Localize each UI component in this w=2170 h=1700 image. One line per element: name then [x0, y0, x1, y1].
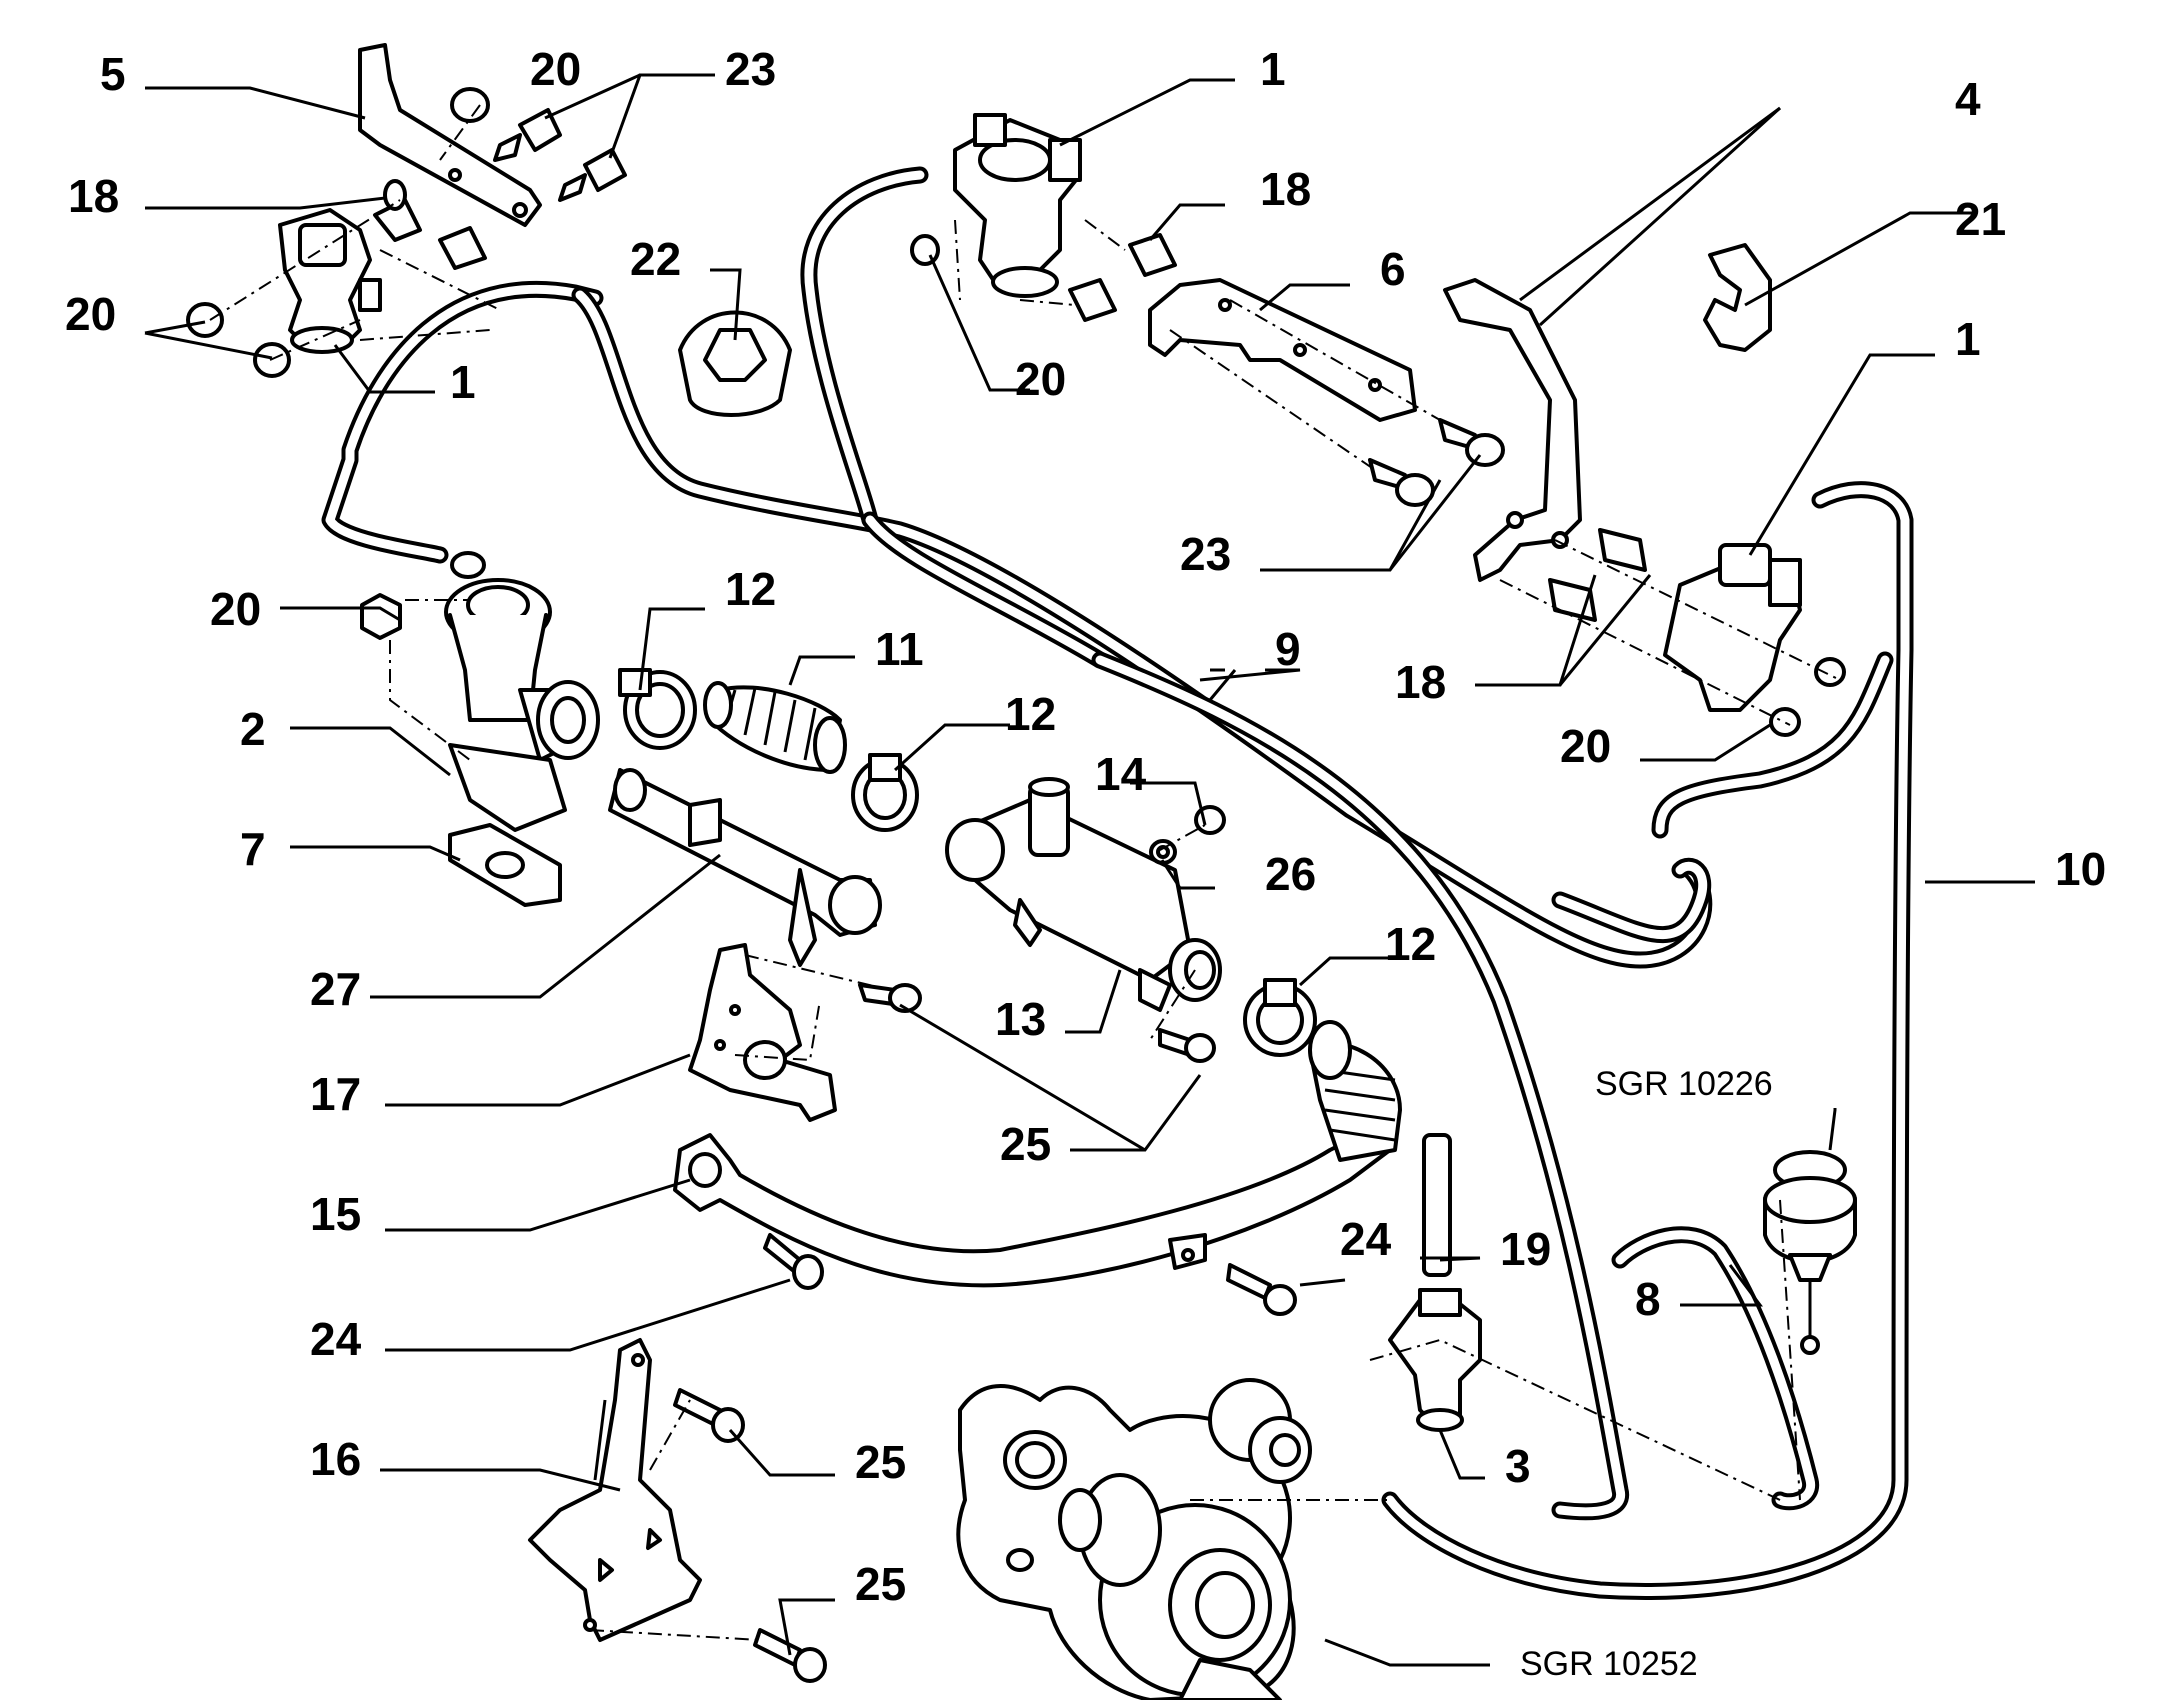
callout-11: 11 [875, 623, 924, 675]
callout-10: 10 [2055, 843, 2106, 895]
bolt-25-b [1158, 1028, 1216, 1063]
callout-6: 6 [1380, 243, 1406, 295]
callout-23: 23 [725, 43, 776, 95]
leader-lines [144, 73, 2035, 1667]
callout-25: 25 [1000, 1118, 1051, 1170]
bolt-25-d [753, 1628, 827, 1683]
clamp-12-b [851, 753, 919, 832]
callout-14: 14 [1095, 748, 1147, 800]
callout-2: 2 [240, 703, 266, 755]
callout-17: 17 [310, 1068, 361, 1120]
bolt-24-left [763, 1233, 824, 1290]
callout-21: 21 [1955, 193, 2006, 245]
egr-pipe-15 [673, 1020, 1402, 1288]
callout-5: 5 [100, 48, 126, 100]
vacuum-hose-left [321, 280, 604, 564]
reference-sgr-10226: SGR 10226 [1595, 1065, 1773, 1103]
bolt-24-right [1226, 1263, 1297, 1316]
callout-3: 3 [1505, 1440, 1531, 1492]
egr-valve-2 [360, 551, 600, 832]
callout-18: 18 [1395, 656, 1446, 708]
bracket-6 [1148, 278, 1417, 422]
wastegate-actuator [1763, 1150, 1857, 1355]
clamp-12-c [1243, 978, 1317, 1057]
vacuum-hose-10 [1381, 481, 1914, 1601]
callout-7: 7 [240, 823, 266, 875]
pipe-27 [608, 768, 882, 967]
fasteners-18-center [1068, 233, 1177, 322]
bolt-25-c [673, 1388, 745, 1443]
fasteners-top-left [186, 87, 627, 378]
gasket-7 [448, 823, 562, 907]
callout-15: 15 [310, 1188, 361, 1240]
solenoid-valve-1-left [278, 208, 382, 354]
callout-19: 19 [1500, 1223, 1551, 1275]
callout-8: 8 [1635, 1273, 1661, 1325]
callout-12: 12 [1385, 918, 1436, 970]
callout-1: 1 [1260, 43, 1286, 95]
callout-24: 24 [1340, 1213, 1392, 1265]
callout-25: 25 [855, 1558, 906, 1610]
bolt-25-a [858, 983, 922, 1013]
clamp-12-a [618, 668, 697, 750]
alignment-lines [209, 104, 1841, 1641]
callout-20: 20 [1560, 720, 1611, 772]
hose-19 [1422, 1133, 1452, 1277]
callout-4: 4 [1955, 73, 1981, 125]
callout-20: 20 [530, 43, 581, 95]
callout-20: 20 [65, 288, 116, 340]
bolts-23-right [1368, 418, 1505, 507]
egr-cooler-13 [945, 777, 1222, 1012]
corrugated-hose-11 [703, 681, 847, 774]
callout-18: 18 [1260, 163, 1311, 215]
solenoid-valve-1-top [910, 113, 1082, 298]
turbocharger [956, 1378, 1312, 1700]
callout-labels: 5 20 23 18 20 1 22 1 18 6 20 23 4 21 1 1… [65, 43, 2106, 1683]
callout-20: 20 [210, 583, 261, 635]
connector-22 [678, 310, 792, 417]
reference-sgr-10252: SGR 10252 [1520, 1645, 1698, 1683]
pressure-sensor-3 [1388, 1288, 1482, 1432]
callout-18: 18 [68, 170, 119, 222]
bracket-5 [358, 43, 542, 227]
callout-1: 1 [450, 356, 476, 408]
callout-27: 27 [310, 963, 361, 1015]
callout-12: 12 [1005, 688, 1056, 740]
bracket-17 [688, 943, 837, 1122]
callout-25: 25 [855, 1436, 906, 1488]
callout-16: 16 [310, 1433, 361, 1485]
callout-9: 9 [1275, 623, 1301, 675]
callout-24: 24 [310, 1313, 362, 1365]
callout-26: 26 [1265, 848, 1316, 900]
callout-1: 1 [1955, 313, 1981, 365]
solenoid-valve-1-right [1663, 543, 1846, 737]
callout-22: 22 [630, 233, 681, 285]
callout-13: 13 [995, 993, 1046, 1045]
callout-12: 12 [725, 563, 776, 615]
callout-20: 20 [1015, 353, 1066, 405]
callout-23: 23 [1180, 528, 1231, 580]
clip-21 [1703, 243, 1772, 352]
